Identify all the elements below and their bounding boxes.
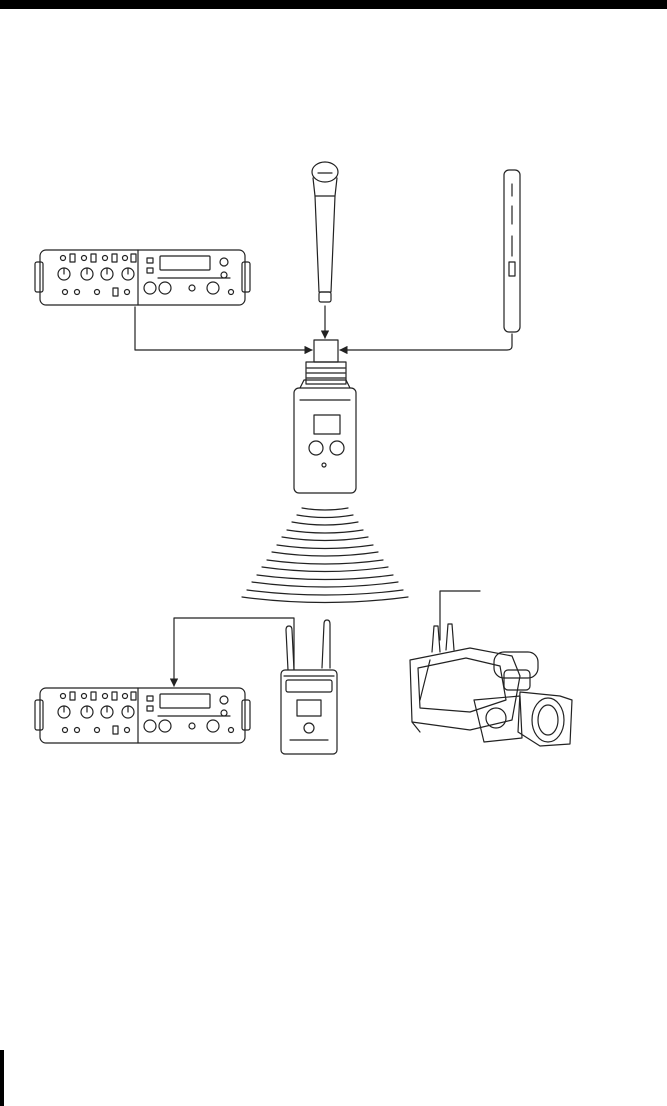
- wireless-signal-waves: [242, 508, 408, 603]
- plug-on-transmitter-icon: [294, 340, 356, 493]
- audio-mixer-top-icon: [35, 250, 250, 305]
- mixer-to-transmitter-cable: [135, 307, 312, 350]
- shotgun-microphone-icon: [504, 170, 520, 332]
- audio-mixer-bottom-icon: [35, 688, 250, 743]
- shotgun-to-transmitter-cable: [340, 334, 512, 350]
- portable-receiver-icon: [281, 620, 337, 754]
- handheld-microphone-icon: [312, 162, 338, 302]
- receiver-to-mixer-cable: [174, 618, 294, 686]
- camcorder-icon: [410, 591, 572, 746]
